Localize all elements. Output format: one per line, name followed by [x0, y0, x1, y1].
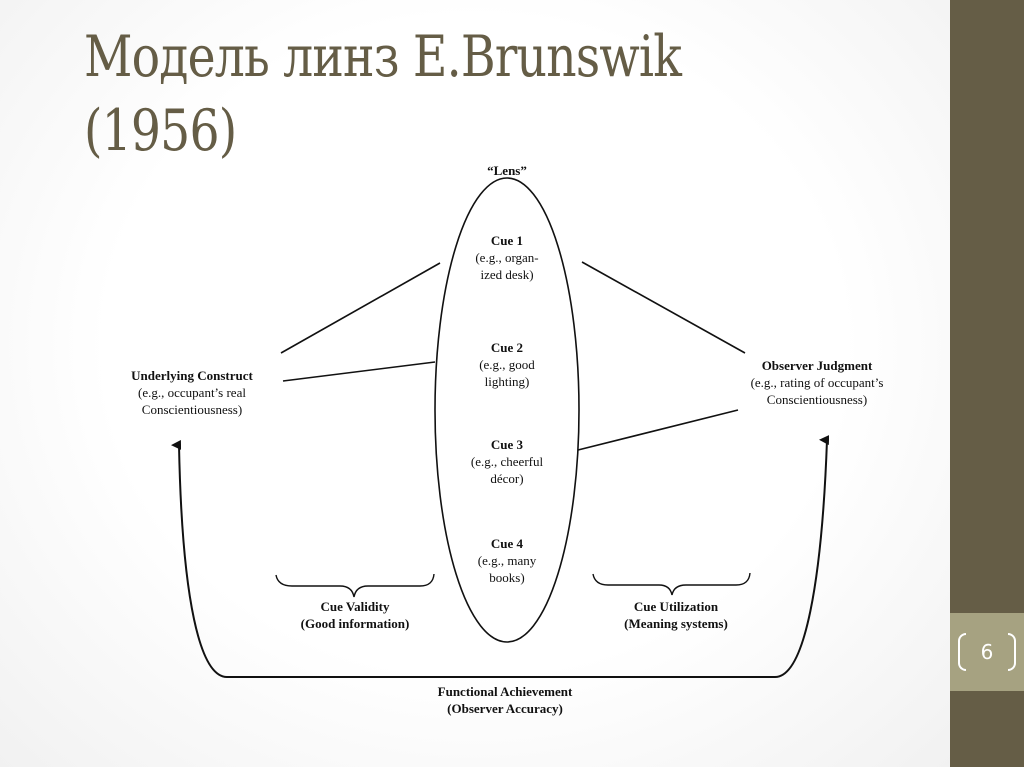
lens-ellipse [434, 177, 580, 643]
cue-utilization-title: Cue Utilization [633, 599, 719, 614]
cue-utilization-subtitle: (Meaning systems) [624, 616, 728, 631]
judgment-line-1: (e.g., rating of occupant’s [750, 375, 884, 390]
achievement-title: Functional Achievement [437, 684, 573, 699]
page-number-badge: 6 [950, 613, 1024, 691]
cue-utilization-brace [592, 572, 751, 596]
cue-2-title: Cue 2 [490, 340, 524, 355]
construct-cue1-line [280, 262, 441, 354]
page-number: 6 [980, 640, 994, 664]
judgment-title: Observer Judgment [761, 358, 873, 373]
cue-validity-title: Cue Validity [320, 599, 390, 614]
cue-2-line-2: lighting) [484, 374, 530, 389]
achievement-feedback-path [171, 435, 830, 678]
construct-cue2-line [282, 361, 436, 382]
cue-validity: Cue Validity (Good information) [280, 598, 430, 632]
lens-model-diagram [171, 177, 830, 678]
slide-title-line-2: (1956) [84, 98, 237, 164]
cue1-judgment-line [581, 261, 746, 354]
slide-title-line-1: Модель линз E.Brunswik [84, 24, 682, 90]
cue-1-title: Cue 1 [490, 233, 524, 248]
achievement-subtitle: (Observer Accuracy) [447, 701, 563, 716]
lens-label: “Lens” [487, 163, 527, 178]
cue-1-line-2: ized desk) [480, 267, 534, 282]
observer-judgment: Observer Judgment (e.g., rating of occup… [722, 357, 912, 408]
slide-background [0, 0, 950, 767]
judgment-line-2: Conscientiousness) [766, 392, 868, 407]
cue-validity-brace [275, 573, 435, 598]
cue-validity-subtitle: (Good information) [300, 616, 410, 631]
cue-3-line-2: décor) [490, 471, 524, 486]
cue-3-line-1: (e.g., cheerful [470, 454, 544, 469]
cue-4-line-2: books) [489, 570, 525, 585]
cue-1: Cue 1 (e.g., organ- ized desk) [447, 232, 567, 283]
left-bracket-icon [958, 633, 966, 671]
cue-4-title: Cue 4 [490, 536, 524, 551]
cue-3-title: Cue 3 [490, 437, 524, 452]
construct-title: Underlying Construct [131, 368, 253, 383]
right-bracket-icon [1008, 633, 1016, 671]
underlying-construct: Underlying Construct (e.g., occupant’s r… [102, 367, 282, 418]
cue-4: Cue 4 (e.g., many books) [447, 535, 567, 586]
functional-achievement: Functional Achievement (Observer Accurac… [405, 683, 605, 717]
cue-3: Cue 3 (e.g., cheerful décor) [447, 436, 567, 487]
cue-4-line-1: (e.g., many [477, 553, 537, 568]
cue-utilization: Cue Utilization (Meaning systems) [596, 598, 756, 632]
construct-line-2: Conscientiousness) [141, 402, 243, 417]
construct-line-1: (e.g., occupant’s real [138, 385, 246, 400]
cue3-judgment-line [577, 409, 739, 451]
cue-1-line-1: (e.g., organ- [475, 250, 539, 265]
cue-2-line-1: (e.g., good [479, 357, 535, 372]
cue-2: Cue 2 (e.g., good lighting) [447, 339, 567, 390]
slide-title: Модель линз E.Brunswik (1956) [84, 20, 765, 168]
